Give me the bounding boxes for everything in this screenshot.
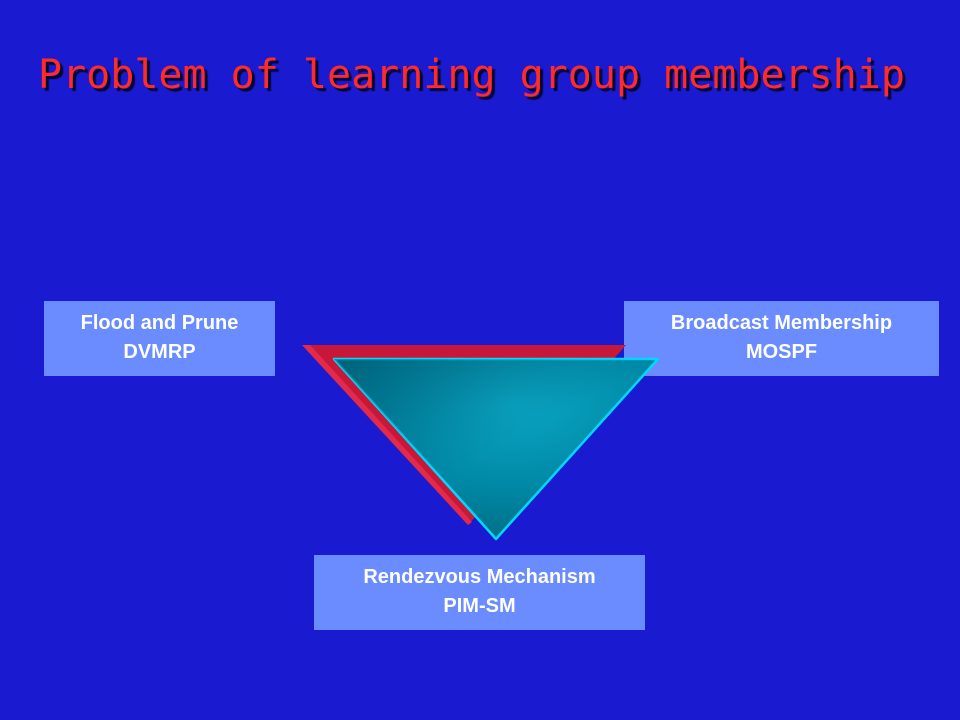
inverted-triangle-graphic: [302, 345, 660, 541]
flood-box-label: Flood and Prune: [80, 312, 239, 334]
rendezvous-box-protocol: PIM-SM: [443, 595, 516, 617]
broadcast-membership-box: Broadcast Membership MOSPF: [624, 301, 939, 376]
rendezvous-mechanism-box: Rendezvous Mechanism PIM-SM: [314, 555, 645, 630]
broadcast-box-label: Broadcast Membership: [670, 312, 893, 334]
triangle-back-highlight: [302, 345, 472, 525]
triangle-front-shading: [334, 359, 658, 539]
rendezvous-box-label: Rendezvous Mechanism: [363, 566, 596, 588]
flood-and-prune-box: Flood and Prune DVMRP: [44, 301, 275, 376]
slide-title: Problem of learning group membership: [38, 52, 905, 98]
broadcast-box-protocol: MOSPF: [745, 341, 818, 363]
flood-box-protocol: DVMRP: [123, 341, 196, 363]
